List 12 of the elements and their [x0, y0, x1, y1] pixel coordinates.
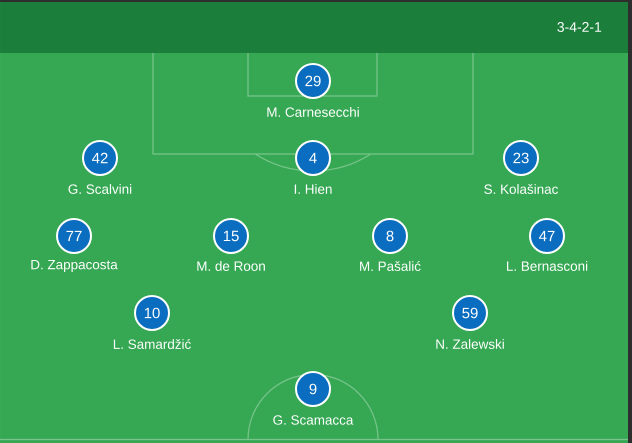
player-name: S. Kolašinac [484, 184, 558, 194]
player-name: D. Zappacosta [31, 260, 118, 272]
player-name: G. Scamacca [273, 415, 354, 425]
player-name: I. Hien [294, 184, 332, 194]
player-name: M. Pašalić [360, 260, 421, 271]
player-name: M. Carnesecchi [267, 107, 359, 117]
player-name: L. Bernasconi [507, 261, 588, 271]
formation-label: 3-4-2-1 [557, 22, 602, 32]
player-name: G. Scalvini [68, 184, 132, 194]
player-name: N. Zalewski [436, 339, 504, 349]
player-name: L. Samardžić [114, 338, 191, 349]
player-name: M. de Roon [197, 261, 265, 271]
